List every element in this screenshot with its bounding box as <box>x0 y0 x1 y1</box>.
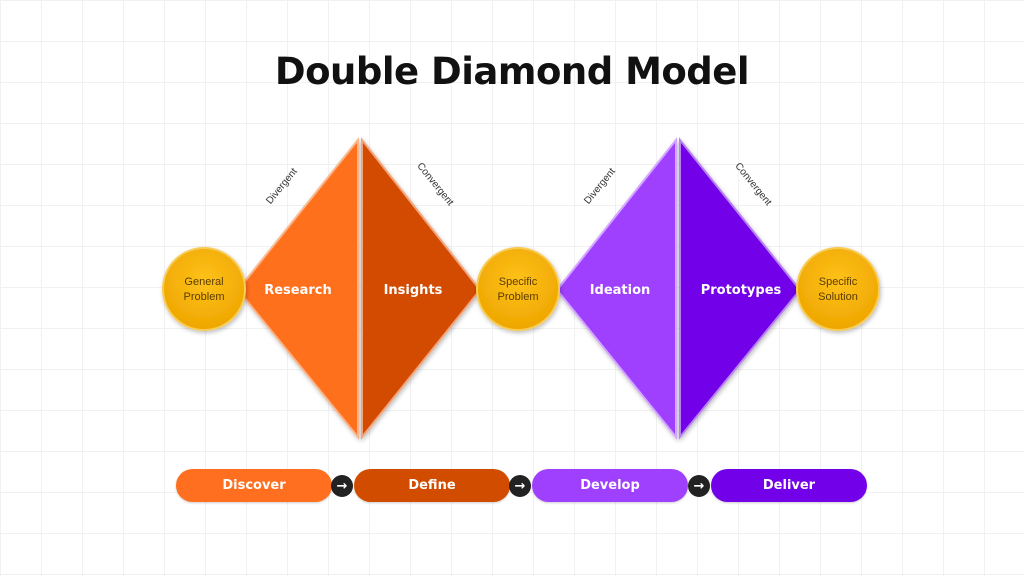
edge-label-convergent-1: Convergent <box>414 161 455 208</box>
edge-label-divergent-2: Divergent <box>582 166 618 206</box>
ideation-label: Ideation <box>590 283 651 298</box>
circle-text: Specific <box>499 276 538 288</box>
diamond-half-insights <box>361 137 482 440</box>
diamond-half-prototypes <box>679 137 802 440</box>
insights-label: Insights <box>384 283 443 298</box>
phase-define: Define <box>354 469 510 502</box>
prototypes-label: Prototypes <box>701 283 782 298</box>
research-label: Research <box>264 283 332 298</box>
circle-general-problem <box>162 247 246 331</box>
circle-text: Solution <box>818 291 858 303</box>
arrow-right-icon: → <box>509 475 531 497</box>
circle-specific-solution <box>796 247 880 331</box>
circle-text: Specific <box>819 276 858 288</box>
phase-deliver: Deliver <box>711 469 867 502</box>
diamond-half-research <box>236 137 359 440</box>
circle-text: General <box>184 276 223 288</box>
phase-discover: Discover <box>176 469 332 502</box>
arrow-right-icon: → <box>331 475 353 497</box>
phase-develop: Develop <box>532 469 688 502</box>
circle-specific-problem <box>476 247 560 331</box>
diamond-half-ideation <box>555 137 677 440</box>
edge-label-convergent-2: Convergent <box>732 161 773 208</box>
circle-text: Problem <box>498 291 539 303</box>
arrow-right-icon: → <box>688 475 710 497</box>
edge-label-divergent-1: Divergent <box>264 166 300 206</box>
circle-text: Problem <box>184 291 225 303</box>
page-title: Double Diamond Model <box>274 50 750 93</box>
